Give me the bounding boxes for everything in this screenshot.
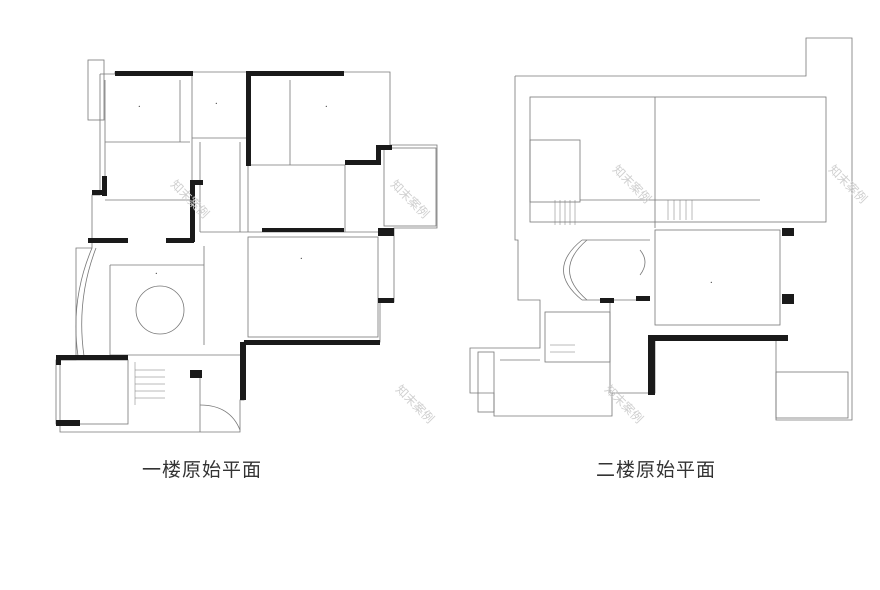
svg-text:•: • bbox=[155, 272, 158, 277]
floor2-plan bbox=[469, 37, 853, 421]
floor2-caption: 二楼原始平面 bbox=[595, 459, 716, 481]
svg-text:•: • bbox=[215, 102, 218, 107]
svg-text:知末案例: 知末案例 bbox=[388, 177, 433, 222]
floor1-caption: 一楼原始平面 bbox=[141, 459, 262, 481]
floor2-walls bbox=[600, 228, 794, 395]
floor1-stairs bbox=[134, 362, 165, 405]
svg-text:知末案例: 知末案例 bbox=[826, 162, 871, 207]
svg-text:•: • bbox=[710, 281, 713, 286]
svg-text:•: • bbox=[300, 257, 303, 262]
floor1-walls bbox=[56, 71, 394, 426]
svg-text:知末案例: 知末案例 bbox=[610, 162, 655, 207]
watermarks: 知末案例 知末案例 知末案例 知末案例 知末案例 知末案例 bbox=[168, 162, 871, 427]
svg-text:知末案例: 知末案例 bbox=[602, 382, 647, 427]
svg-text:知末案例: 知末案例 bbox=[393, 382, 438, 427]
svg-text:•: • bbox=[138, 105, 141, 110]
svg-text:•: • bbox=[325, 105, 328, 110]
floor2-stairs bbox=[550, 200, 693, 353]
dimension-labels: • • • • • • bbox=[138, 102, 713, 286]
